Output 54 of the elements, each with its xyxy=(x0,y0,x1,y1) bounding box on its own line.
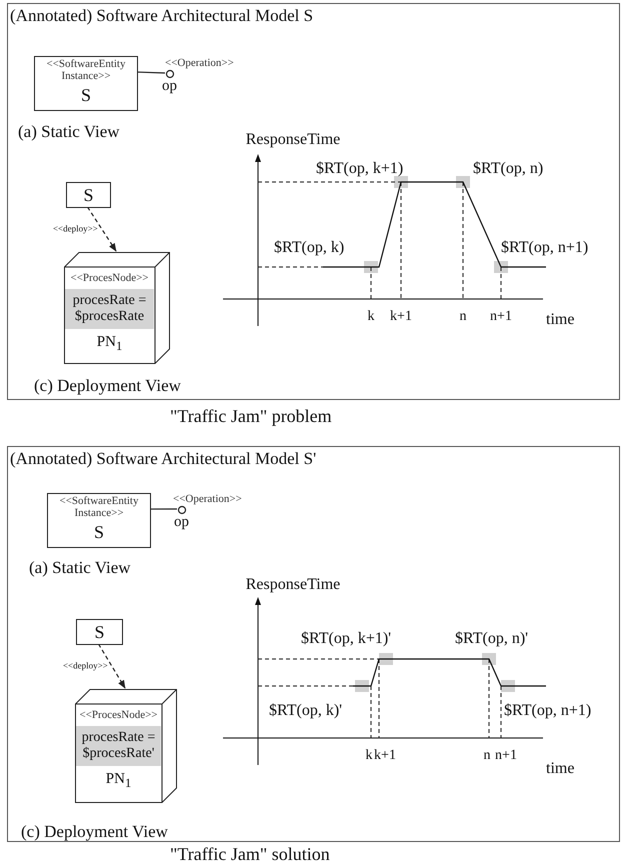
value-label: $RT(op, k)' xyxy=(269,703,342,719)
tick-label: n xyxy=(484,749,490,763)
edge-label: <<deploy>> xyxy=(52,224,98,234)
value-label: $RT(op, k) xyxy=(274,240,344,256)
stereotype-label: <<ProcesNode>> xyxy=(70,271,150,286)
component-name: S xyxy=(94,522,104,544)
arrow xyxy=(98,644,126,689)
edge-label: <<deploy>> xyxy=(62,662,108,670)
value-label: $RT(op, n+1) xyxy=(504,703,592,719)
node-name: PN$_{1}$ xyxy=(96,332,124,355)
arrow xyxy=(87,206,116,252)
connector-line xyxy=(150,508,177,510)
interface-name: op xyxy=(162,79,177,94)
figure-caption: "Traffic Jam" solution xyxy=(170,844,330,865)
stereotype-label: <<ProcesNode>> xyxy=(78,708,158,723)
node-name: PN$_{1}$ xyxy=(104,770,132,792)
connector-line xyxy=(136,71,166,74)
value-label: $RT(op, n)' xyxy=(455,631,528,647)
model-panel xyxy=(7,446,620,842)
axis-label: time xyxy=(546,312,574,328)
stereotype-label: <<SoftwareEntity Instance>> xyxy=(58,496,140,520)
axis-label: time xyxy=(546,761,574,777)
view-label: (c) Deployment View xyxy=(34,377,181,394)
component-box: S xyxy=(66,182,111,208)
interface-name: op xyxy=(174,515,189,530)
stereotype-label: <<Operation>> xyxy=(165,58,234,69)
axis-label: ResponseTime xyxy=(246,577,340,593)
tick-label: n+1 xyxy=(495,749,517,763)
stereotype-label: <<SoftwareEntity Instance>> xyxy=(45,59,126,82)
view-label: (c) Deployment View xyxy=(21,823,168,840)
panel-title: (Annotated) Software Architectural Model S xyxy=(10,6,314,26)
tick-label: k+1 xyxy=(390,310,412,324)
attribute-band: procesRate = $procesRate' xyxy=(76,726,161,766)
component-box xyxy=(47,493,151,548)
model-panel xyxy=(7,3,620,400)
tick-label: n+1 xyxy=(490,310,512,324)
stereotype-label: <<Operation>> xyxy=(173,494,242,505)
component-name: S xyxy=(80,85,91,107)
tick-label: k xyxy=(368,310,374,324)
view-label: (a) Static View xyxy=(18,123,120,140)
figure-caption: "Traffic Jam" problem xyxy=(170,406,332,427)
value-label: $RT(op, n) xyxy=(473,161,544,177)
component-box xyxy=(34,56,138,111)
axis-label: ResponseTime xyxy=(246,132,340,148)
value-label: $RT(op, k+1)' xyxy=(301,631,392,647)
component-box: S xyxy=(76,619,123,645)
view-label: (a) Static View xyxy=(29,559,131,576)
value-label: $RT(op, n+1) xyxy=(501,240,588,256)
tick-label: k+1 xyxy=(374,749,396,763)
panel-title: (Annotated) Software Architectural Model S' xyxy=(10,449,316,469)
tick-label: k xyxy=(366,749,372,763)
value-label: $RT(op, k+1) xyxy=(316,161,404,177)
attribute-band: procesRate = $procesRate xyxy=(65,288,154,329)
tick-label: n xyxy=(460,310,466,324)
